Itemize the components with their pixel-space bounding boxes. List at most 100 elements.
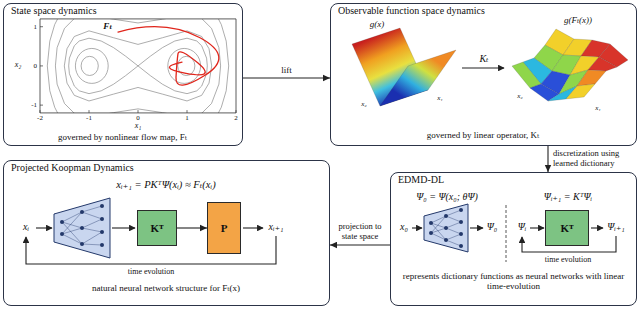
equation: Ψ₀ = Ψ(x₀; θΨ) [416,191,478,203]
connector-line [243,77,330,78]
neural-network [459,208,463,212]
neural-network [429,231,433,235]
loop-label: time evolution [128,267,174,276]
neural-network [431,216,446,233]
neural-network [60,232,64,236]
neural-network [82,212,102,219]
connector [545,146,551,172]
plot-frame [40,19,236,113]
signal-label: Ψ₀ [487,221,498,233]
neural-network [424,204,468,252]
matrix-box: Kᵀ [137,210,177,246]
neural-network [82,219,102,228]
neural-network [60,204,104,247]
neural-network [100,230,104,234]
neural-network [444,214,448,218]
plot-label: g(Fₜ(x)) [564,15,592,25]
arrow-head [545,165,551,172]
neural-network [429,208,463,248]
axis-tick [40,110,41,113]
neural-network [431,228,446,233]
flow-arrow [243,227,263,228]
phase-portrait [40,15,236,117]
panel-title: Observable function space dynamics [338,5,485,17]
tick-label: 1 [34,23,38,31]
neural-network [80,226,84,230]
surface-plot [566,84,595,99]
flow-arrow [412,227,422,228]
neural-network [54,198,110,258]
surface-plot [512,62,541,88]
signal-label: Ψᵢ₊₁ [607,221,624,233]
neural-network [62,222,82,244]
connector [243,75,330,81]
streamline [47,19,228,113]
tick-label: 2 [234,114,238,122]
neural-network [62,234,82,244]
operator-label: Kₜ [479,53,488,65]
trajectory [118,27,219,86]
matrix-box: Kᵀ [545,210,589,246]
connector [330,242,390,248]
axis-tick [40,65,43,66]
flow-arrow [591,227,603,228]
panel: State space dynamicsgoverned by nonlinea… [3,3,243,146]
panel-title: Projected Koopman Dynamics [11,162,134,174]
tick-label: 1 [185,114,189,122]
box-label: Kᵀ [561,222,574,235]
neural-network [62,228,82,234]
neural-network [62,212,82,222]
neural-network [80,210,84,214]
neural-network [431,233,446,240]
neural-network [82,228,102,232]
neural-network [431,216,446,223]
neural-network [446,228,461,234]
axis-label: x₁ [135,121,141,130]
tick-label: -1 [86,114,92,122]
panel-title: EDMD-DL [398,174,444,186]
axis-label: x₂ [361,100,367,108]
arrow-head [200,225,207,231]
arrow-head [323,75,330,81]
surface-plot [588,57,617,71]
axis-tick [187,110,188,113]
neural-network [446,210,461,216]
edge-label: discretization using learned dictionary [553,149,637,169]
neural-network [62,212,82,234]
panel-caption: natural neural network structure for Fₜ(… [4,283,328,293]
neural-network [82,232,102,244]
box-label: P [221,222,228,235]
axis-tick [89,110,90,113]
neural-network [80,242,84,246]
edge-label: projection to state space [331,222,389,242]
tick-label: -2 [37,114,43,122]
streamline [138,38,207,93]
axis-tick [40,26,43,27]
neural-network [62,206,102,245]
neural-network [54,198,110,258]
tick-label: -1 [31,101,37,109]
axis-label: x₂ [15,60,21,69]
panel-caption: governed by nonlinear flow map, Fₜ [4,132,241,142]
surface-plot [352,28,456,106]
axis-label: x₂ [517,92,523,100]
surface-plot [577,70,606,86]
neural-network [431,210,461,246]
surface-plot [380,50,456,106]
tick-label: 0 [136,114,140,122]
arrow-head [330,242,337,248]
surface-plot [512,29,628,101]
streamline [75,48,108,83]
axis-tick [236,110,237,113]
streamline [47,19,59,113]
neural-network [459,244,463,248]
axis-tick [138,110,139,113]
plot-label: Fₜ [102,21,113,31]
box-label: Kᵀ [151,222,164,235]
tick-label: 0 [34,62,38,70]
flow-arrow [36,227,52,228]
signal-label: x₀ [400,221,408,233]
